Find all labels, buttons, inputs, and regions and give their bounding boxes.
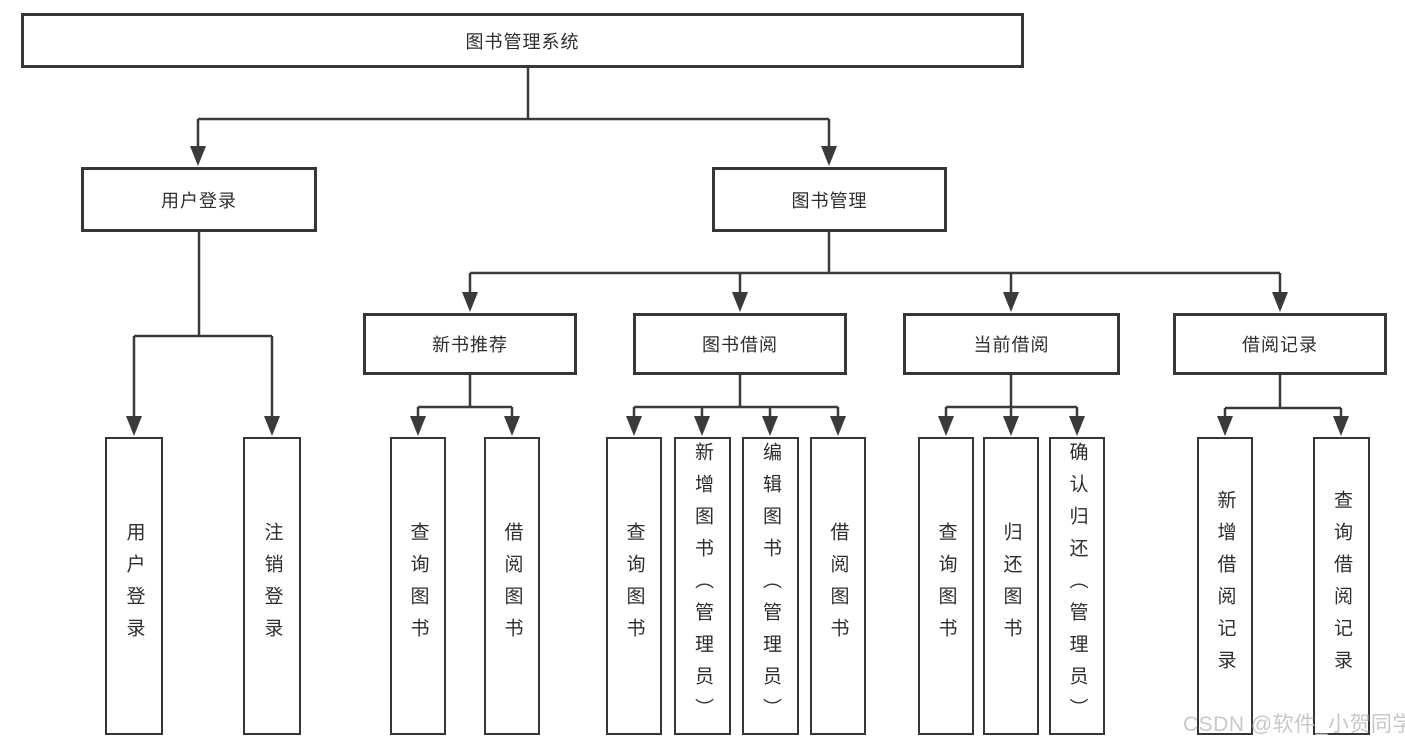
node-borrowing-records: 借阅记录	[1173, 313, 1387, 375]
node-label: 归还图书	[1000, 522, 1022, 650]
node-label: 新增图书（管理员）	[692, 442, 713, 730]
leaf-borrow-books-borrowing: 借阅图书	[810, 437, 866, 735]
node-label: 查询图书	[623, 522, 645, 650]
node-label: 图书管理	[791, 190, 868, 211]
node-label: 借阅记录	[1242, 335, 1318, 355]
node-label: 新书推荐	[432, 335, 508, 355]
node-label: 确认归还（管理员）	[1066, 442, 1088, 730]
node-label: 借阅图书	[501, 522, 523, 650]
node-label: 当前借阅	[973, 335, 1050, 355]
leaf-edit-book-admin: 编辑图书（管理员）	[742, 437, 799, 735]
leaf-query-books-borrowing: 查询图书	[606, 437, 662, 735]
node-current-borrowing: 当前借阅	[903, 313, 1120, 375]
node-label: 图书借阅	[702, 335, 778, 355]
leaf-add-book-admin: 新增图书（管理员）	[674, 437, 731, 735]
leaf-query-books-current: 查询图书	[918, 437, 974, 735]
leaf-borrow-books-recommend: 借阅图书	[484, 437, 540, 735]
leaf-add-borrow-record: 新增借阅记录	[1197, 437, 1253, 735]
node-library-management-system: 图书管理系统	[21, 13, 1024, 68]
node-label: 编辑图书（管理员）	[760, 442, 781, 730]
node-label: 用户登录	[123, 522, 145, 650]
node-new-book-recommendation: 新书推荐	[363, 313, 577, 375]
leaf-return-book: 归还图书	[983, 437, 1039, 735]
node-label: 查询借阅记录	[1331, 490, 1352, 682]
leaf-query-borrow-record: 查询借阅记录	[1313, 437, 1370, 735]
node-label: 借阅图书	[827, 522, 849, 650]
node-label: 查询图书	[935, 522, 957, 650]
node-book-management: 图书管理	[712, 167, 947, 232]
leaf-confirm-return-admin: 确认归还（管理员）	[1049, 437, 1105, 735]
csdn-watermark: CSDN @软件_小贺同学	[1183, 713, 1405, 736]
arrowhead-icons	[126, 146, 1349, 436]
node-label: 查询图书	[407, 522, 429, 650]
leaf-logout: 注销登录	[243, 437, 301, 735]
node-label: 用户登录	[161, 190, 237, 211]
node-book-borrowing: 图书借阅	[633, 313, 847, 375]
leaf-query-books-recommend: 查询图书	[390, 437, 446, 735]
node-label: 新增借阅记录	[1214, 490, 1236, 682]
leaf-user-login: 用户登录	[105, 437, 163, 735]
node-label: 注销登录	[261, 522, 283, 650]
node-user-login: 用户登录	[81, 167, 317, 232]
node-label: 图书管理系统	[465, 31, 580, 52]
